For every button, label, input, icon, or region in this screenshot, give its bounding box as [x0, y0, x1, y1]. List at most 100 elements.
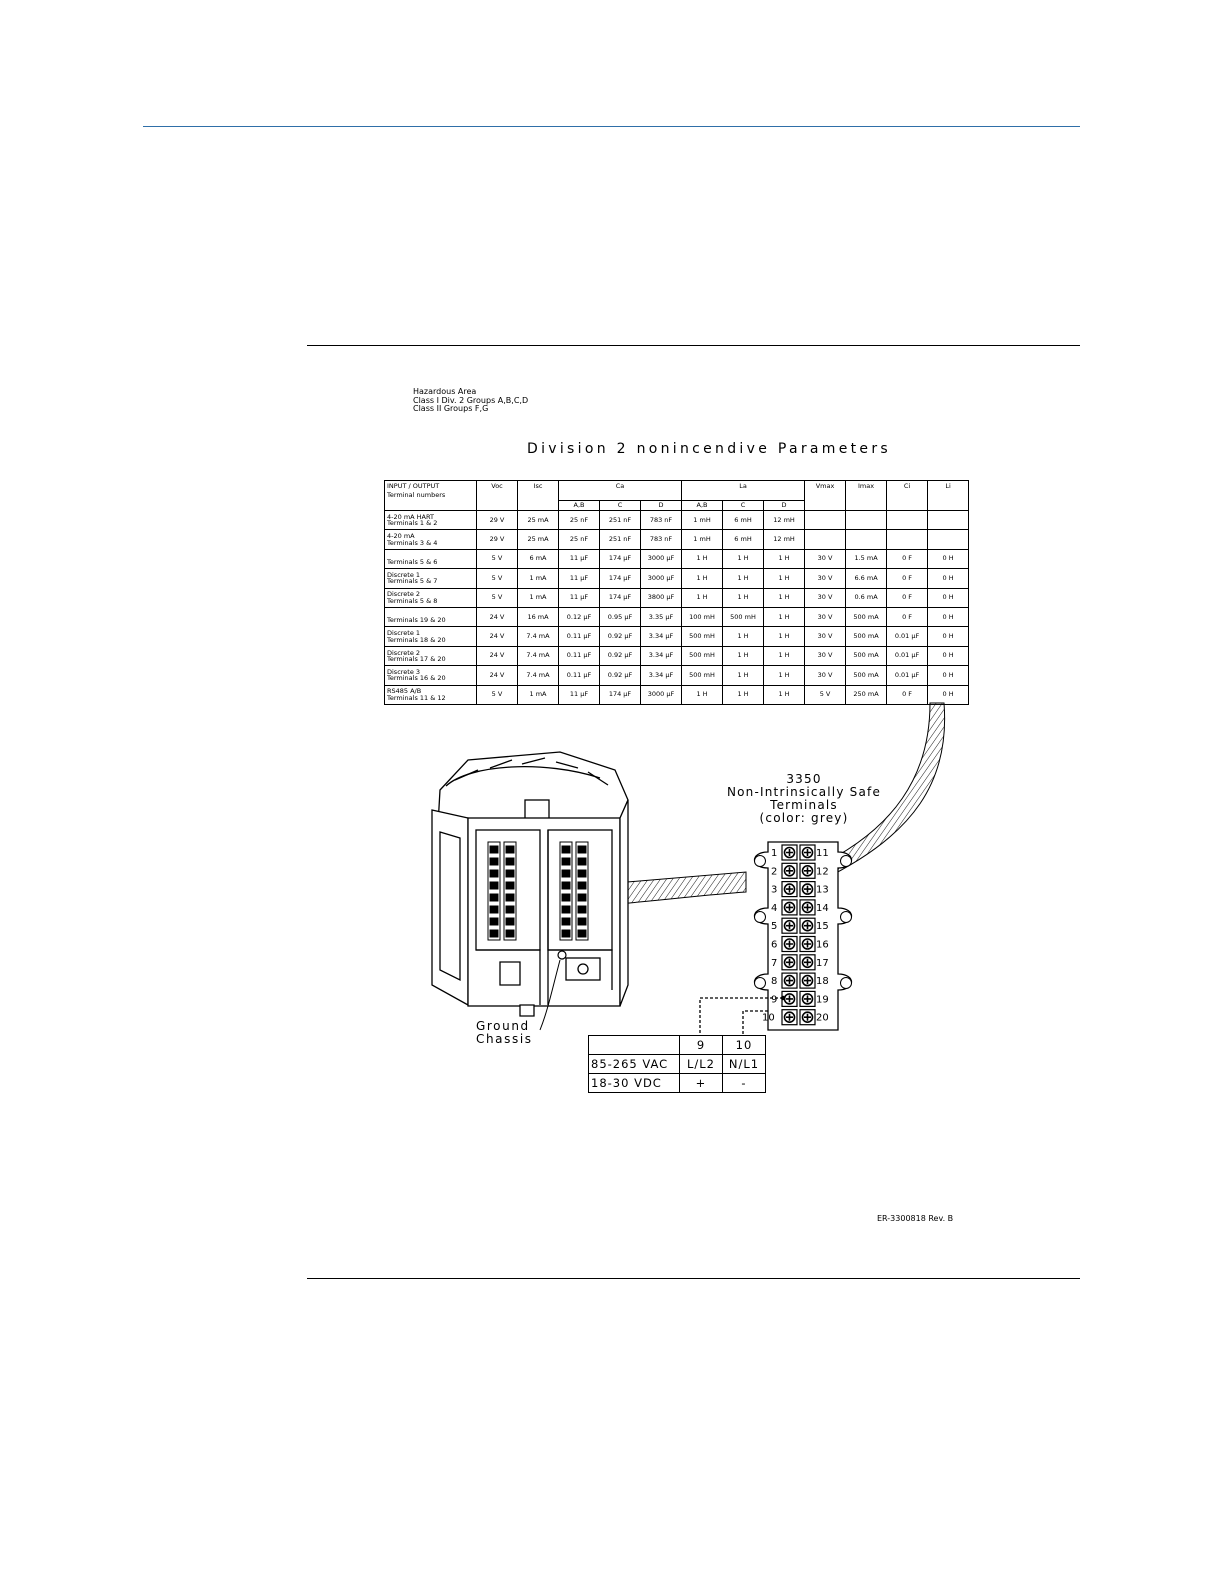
housing-terminal-screw	[561, 881, 571, 890]
terminal-screw-slot	[786, 977, 793, 985]
housing-terminal-screw	[489, 857, 499, 866]
housing-terminal-screw	[505, 929, 515, 938]
terminal-number-right: 12	[816, 866, 829, 877]
terminal-screw-slot	[804, 849, 811, 856]
terminal-block-label-line-2: Non-Intrinsically Safe	[726, 785, 882, 799]
param-row-label-line-2: Terminals 5 & 8	[387, 596, 438, 605]
housing-terminal-strips	[487, 841, 589, 941]
housing-terminal-screw	[561, 869, 571, 878]
terminal-number-left: 7	[771, 958, 777, 969]
terminal-number-left: 4	[771, 903, 777, 914]
section-top-rule	[307, 345, 1080, 346]
power-row-ac-10: N/L1	[722, 1054, 766, 1074]
terminal-screw-slot	[786, 958, 793, 966]
param-row-label-line-1: Discrete 2	[387, 648, 421, 657]
param-row-label-line-1: RS485 A/B	[387, 687, 422, 696]
terminal-screw-slot	[804, 1013, 811, 1021]
terminal-number-left: 3	[771, 885, 777, 896]
housing-terminal-screw	[577, 845, 587, 854]
housing-terminal-screw	[505, 881, 515, 890]
power-corner-cell	[588, 1035, 680, 1055]
housing-terminal-screw	[561, 905, 571, 914]
hazardous-area-line-3: Class II Groups F,G	[413, 404, 489, 413]
param-cell: 1 H	[763, 684, 806, 705]
header-li: Li	[927, 480, 970, 511]
param-row-label-line-2: Terminals 1 & 2	[387, 519, 438, 528]
housing-terminal-screw	[489, 893, 499, 902]
ground-label-line-1: Ground	[476, 1019, 530, 1033]
housing-terminal-screw	[577, 881, 587, 890]
housing-terminal-screw	[505, 917, 515, 926]
lead-terminal-10	[742, 1010, 768, 1034]
param-row-label-line-2: Terminals 11 & 12	[387, 693, 446, 702]
terminal-screw-slot	[804, 977, 811, 985]
param-cell: 0 H	[927, 684, 970, 705]
param-row-label-line-2: Terminals 18 & 20	[387, 635, 446, 644]
terminal-screw-slot	[804, 867, 811, 875]
power-row-dc-9: +	[679, 1073, 723, 1093]
terminal-screw-slot	[786, 885, 793, 893]
power-table: 9 10 85-265 VAC L/L2 N/L1 18-30 VDC + -	[588, 1035, 766, 1093]
housing-terminal-screw	[577, 905, 587, 914]
housing-terminal-screw	[505, 905, 515, 914]
terminal-screw-slot	[804, 903, 811, 911]
param-row-label-line-2: Terminals 16 & 20	[387, 674, 446, 683]
terminal-number-left: 9	[771, 994, 777, 1005]
ground-screw	[557, 950, 567, 960]
drawing-number: ER-3300818 Rev. B	[877, 1214, 954, 1223]
terminal-number-left: 2	[771, 866, 777, 877]
housing-terminal-screw	[489, 917, 499, 926]
housing-terminal-screw	[577, 869, 587, 878]
terminal-number-right: 17	[816, 958, 829, 969]
terminal-screw-slot	[786, 903, 793, 911]
terminal-number-left: 6	[771, 940, 777, 951]
housing-terminal-screw	[561, 845, 571, 854]
param-row-label-line-2: Terminals 19 & 20	[387, 615, 446, 624]
terminal-number-left: 1	[771, 848, 777, 859]
housing-terminal-screw	[489, 881, 499, 890]
housing-terminal-screw	[561, 929, 571, 938]
cable-lower	[591, 871, 747, 907]
param-row-label-line-1: 4-20 mA	[387, 532, 415, 541]
terminal-screw-slot	[786, 995, 793, 1003]
terminal-number-right: 13	[816, 885, 829, 896]
param-row-label-line-1: Discrete 1	[387, 570, 421, 579]
terminal-block-label-line-1: 3350	[786, 772, 822, 786]
terminal-block-label: 3350 Non-Intrinsically Safe Terminals (c…	[706, 773, 902, 825]
housing-terminal-screw	[561, 893, 571, 902]
param-row-label-line-2: Terminals 17 & 20	[387, 654, 446, 663]
power-col-10: 10	[722, 1035, 766, 1055]
terminal-number-right: 16	[816, 940, 829, 951]
housing-terminal-screw	[577, 917, 587, 926]
section-bottom-rule	[307, 1278, 1080, 1279]
terminal-number-right: 18	[816, 976, 829, 987]
terminal-screw-slot	[786, 922, 793, 930]
param-row-label-line-1: Discrete 1	[387, 629, 421, 638]
housing-terminal-screw	[505, 845, 515, 854]
terminal-number-left: 8	[771, 976, 777, 987]
terminal-number-right: 14	[816, 903, 829, 914]
header-rule	[143, 126, 1080, 127]
housing-terminal-screw	[489, 845, 499, 854]
terminal-block-label-line-3: Terminals	[770, 798, 838, 812]
terminal-screw-slot	[804, 940, 811, 948]
hazardous-area-line-1: Hazardous Area	[413, 387, 477, 396]
terminal-screw-slot	[804, 995, 811, 1003]
terminal-number-right: 15	[816, 921, 829, 932]
param-row-label-line-2: Terminals 5 & 7	[387, 577, 438, 586]
power-row-ac-label: 85-265 VAC	[588, 1054, 680, 1074]
header-vmax: Vmax	[804, 480, 847, 511]
terminal-screw-slot	[786, 867, 793, 875]
header-isc: Isc	[517, 480, 559, 511]
housing-terminal-screw	[505, 893, 515, 902]
terminal-number-left: 5	[771, 921, 777, 932]
param-row-label-line-2: Terminals 3 & 4	[387, 538, 438, 547]
